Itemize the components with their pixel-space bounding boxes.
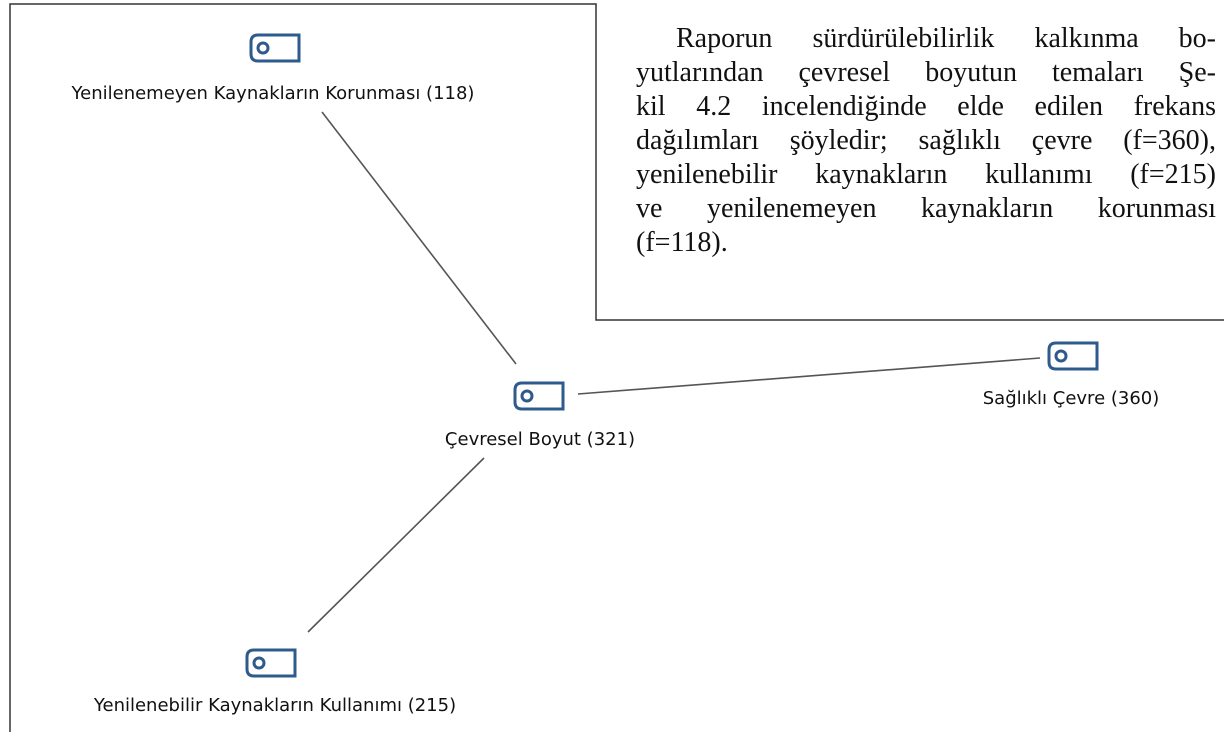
edge-cevresel-to-yenilenemeyen bbox=[321, 111, 517, 365]
paragraph-line: yenilenebilir kaynakların kullanımı (f=2… bbox=[636, 159, 1216, 190]
frame-border bbox=[9, 3, 1224, 732]
node-label-saglikli-cevre: Sağlıklı Çevre (360) bbox=[982, 388, 1160, 409]
node-label-cevresel-boyut: Çevresel Boyut (321) bbox=[444, 429, 636, 450]
tag-node-icon bbox=[249, 33, 301, 63]
paragraph-line: dağılımları şöyledir; sağlıklı çevre (f=… bbox=[636, 125, 1216, 156]
tag-node-icon bbox=[245, 648, 297, 678]
body-paragraph: Raporun sürdürülebilirlik kalkınma bo- y… bbox=[636, 22, 1216, 260]
node-label-yenilenemeyen: Yenilenemeyen Kaynakların Korunması (118… bbox=[71, 83, 475, 104]
paragraph-line: (f=118). bbox=[636, 227, 728, 258]
edge-cevresel-to-saglikli bbox=[577, 357, 1041, 395]
paragraph-line: kil 4.2 incelendiğinde elde edilen freka… bbox=[636, 91, 1216, 122]
paragraph-line: yutlarından çevresel boyutun temaları Şe… bbox=[636, 57, 1216, 88]
node-label-yenilenebilir: Yenilenebilir Kaynakların Kullanımı (215… bbox=[93, 695, 457, 716]
paragraph-line: ve yenilenemeyen kaynakların korunması bbox=[636, 193, 1216, 224]
paragraph-line: Raporun sürdürülebilirlik kalkınma bo- bbox=[676, 23, 1216, 54]
tag-node-icon bbox=[1047, 341, 1099, 371]
edge-cevresel-to-yenilenebilir bbox=[307, 457, 485, 633]
tag-node-icon bbox=[513, 381, 565, 411]
